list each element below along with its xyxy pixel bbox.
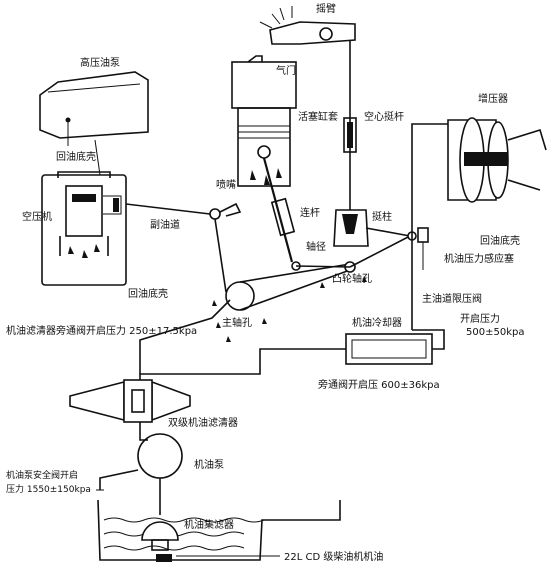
oil-line-compressor-feed [125, 203, 211, 215]
label-opening-pressure: 开启压力 [460, 312, 500, 325]
label-air-compressor: 空压机 [22, 210, 52, 223]
label-oil-pressure-sensor: 机油压力感应塞 [444, 252, 514, 265]
high-pressure-pump [39, 71, 149, 146]
oil-strainer [141, 521, 179, 562]
label-main-bearing-hole: 主轴孔 [222, 316, 252, 329]
label-journal: 轴径 [306, 240, 326, 253]
oil-cooler [345, 333, 433, 365]
rocker-arm [259, 6, 356, 45]
turbocharger [447, 117, 547, 203]
label-piston-liner: 活塞缸套 [298, 110, 338, 123]
label-pump-safety-valve-1: 机油泵安全阀开启 [6, 469, 78, 481]
label-return-sump-2: 回油底壳 [128, 287, 168, 300]
label-bypass-valve-pressure: 旁通阀开启压 600±36kpa [318, 378, 440, 391]
label-aux-gallery: 副油道 [150, 218, 180, 231]
label-opening-pressure-value: 500±50kpa [466, 327, 524, 338]
label-hollow-pushrod: 空心挺杆 [364, 110, 404, 123]
label-return-sump-3: 回油底壳 [480, 234, 520, 247]
label-return-sump-1: 回油底壳 [56, 150, 96, 163]
oil-pressure-sensor [417, 227, 429, 243]
oil-line-turbo-feed [411, 123, 448, 236]
label-conrod: 连杆 [300, 206, 320, 219]
label-engine-oil: 22L CD 级柴油机机油 [284, 550, 383, 563]
oil-sump [97, 499, 341, 561]
label-nozzle: 喷嘴 [216, 179, 236, 191]
label-oil-strainer: 机油集滤器 [184, 518, 234, 531]
label-filter-bypass-valve: 机油滤清器旁通阀开启压力 250±17.5kpa [6, 324, 197, 337]
label-rocker-arm: 摇臂 [316, 2, 336, 15]
aux-gallery-junction [209, 208, 221, 220]
label-valve: 气门 [276, 64, 296, 77]
label-turbocharger: 增压器 [478, 92, 508, 105]
label-main-gallery-relief: 主油道限压阀 [422, 292, 482, 305]
air-compressor [41, 171, 127, 286]
tappet [333, 209, 369, 247]
label-cam-hole: 凸轮轴孔 [332, 272, 372, 285]
label-oil-cooler: 机油冷却器 [352, 316, 402, 329]
label-high-pressure-pump: 高压油泵 [80, 56, 120, 69]
label-dual-filter: 双级机油滤清器 [168, 416, 238, 429]
label-pump-safety-valve-2: 压力 1550±150kpa [6, 483, 91, 495]
label-tappet: 挺柱 [372, 210, 392, 223]
label-oil-pump: 机油泵 [194, 458, 224, 471]
dual-oil-filter [69, 379, 191, 423]
